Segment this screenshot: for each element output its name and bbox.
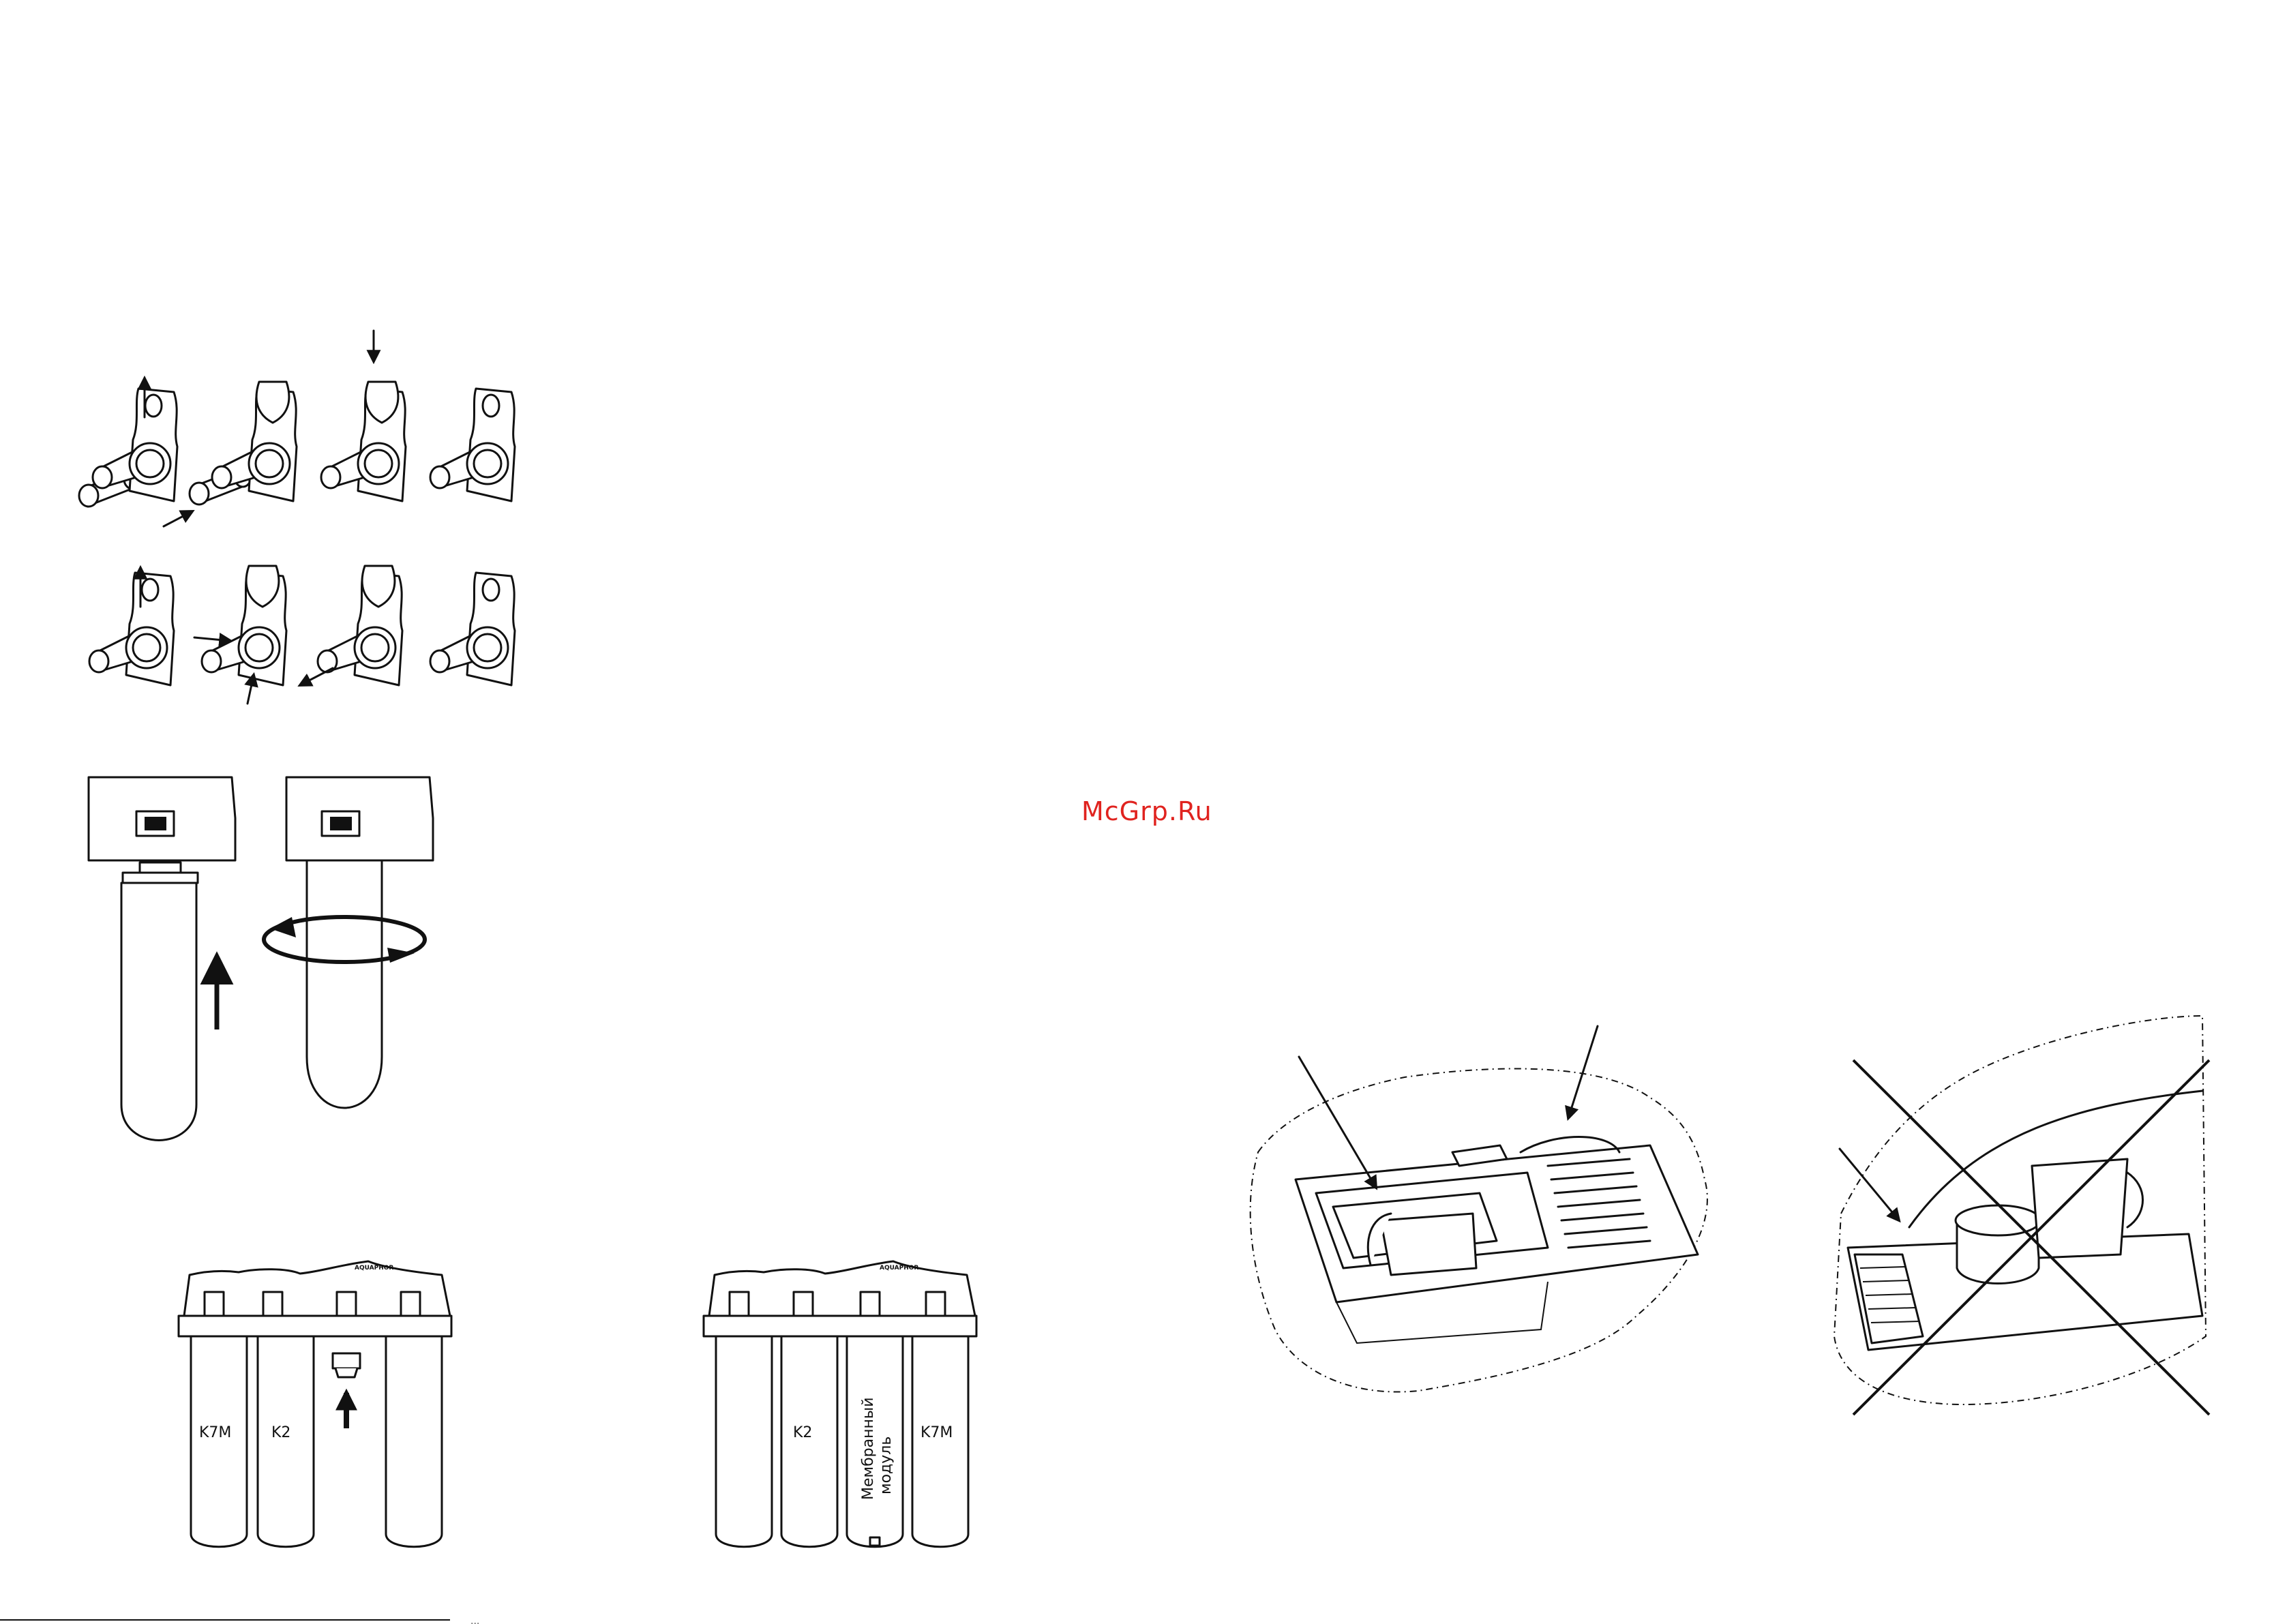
brand-label: AQUAPHOR [355,1265,393,1272]
sink-correct-scene [1251,1026,1707,1392]
cartridge-install-step [89,777,433,1141]
cartridge-label: модуль [878,1437,895,1494]
fitting-disconnect-row [79,331,515,526]
pointer-arrow-icon [1299,1057,1376,1188]
cartridge-label: K7M [921,1424,953,1441]
pointer-arrow-icon [1840,1149,1899,1220]
brand-label: AQUAPHOR [880,1265,918,1272]
cartridge-label: K2 [793,1424,812,1441]
fitting-connect-row [89,566,515,704]
cartridge-label: Мембранный [860,1397,877,1500]
cartridge-label: K7M [199,1424,231,1441]
arrow-diagonal-icon [164,511,192,526]
stove-incorrect-scene [1834,1016,2209,1415]
arrow-right-icon [194,637,230,641]
filter-system-left: AQUAPHOR K7M K2 [179,1261,451,1547]
pointer-arrow-icon [1568,1026,1598,1118]
arrow-up-icon [248,675,254,704]
filter-system-right: AQUAPHOR K2 Мембранный модуль K7M [704,1261,976,1547]
cartridge-label: K2 [271,1424,290,1441]
arrow-diagonal-icon [300,668,333,685]
footer-note: ... [470,1616,479,1624]
